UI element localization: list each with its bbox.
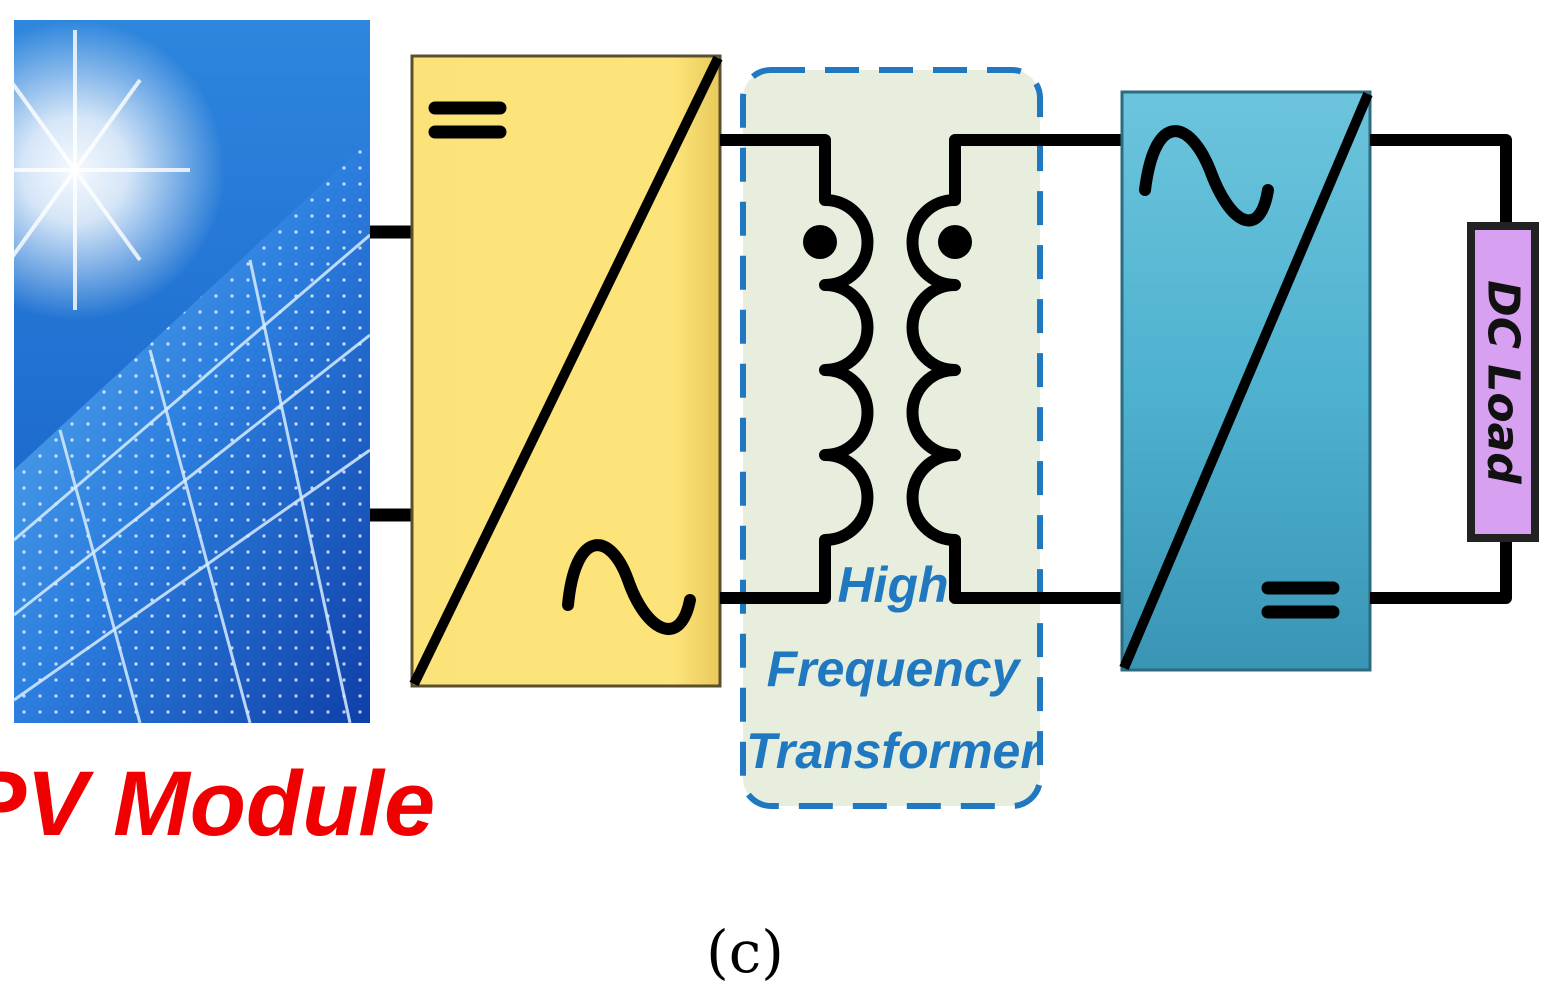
wires-rectifier-to-load <box>1370 134 1512 604</box>
dc-load: DC Load <box>1467 222 1539 542</box>
ac-dc-rectifier-block <box>1119 90 1373 672</box>
dc-load-label: DC Load <box>1478 280 1529 484</box>
high-frequency-transformer: High Frequency Transformer <box>720 67 1122 809</box>
transformer-label-line-1: High <box>837 557 948 613</box>
dc-symbol-icon-rectifier <box>1261 581 1340 619</box>
wires-pv-to-inverter <box>370 225 412 522</box>
pv-module-label: PV Module <box>0 753 435 855</box>
ac-symbol-icon <box>562 539 696 635</box>
transformer-label-line-3: Transformer <box>746 723 1042 779</box>
ac-symbol-icon-rectifier <box>1139 125 1274 227</box>
primary-winding <box>720 134 874 604</box>
polarity-dot-secondary <box>938 225 972 259</box>
dc-symbol-icon <box>428 101 507 139</box>
dc-ac-inverter-block <box>409 54 723 688</box>
figure-caption: (c) <box>706 918 784 986</box>
polarity-dot-primary <box>803 225 837 259</box>
secondary-winding <box>906 134 1122 604</box>
transformer-label-line-2: Frequency <box>767 641 1022 697</box>
pv-module-image <box>14 20 370 723</box>
